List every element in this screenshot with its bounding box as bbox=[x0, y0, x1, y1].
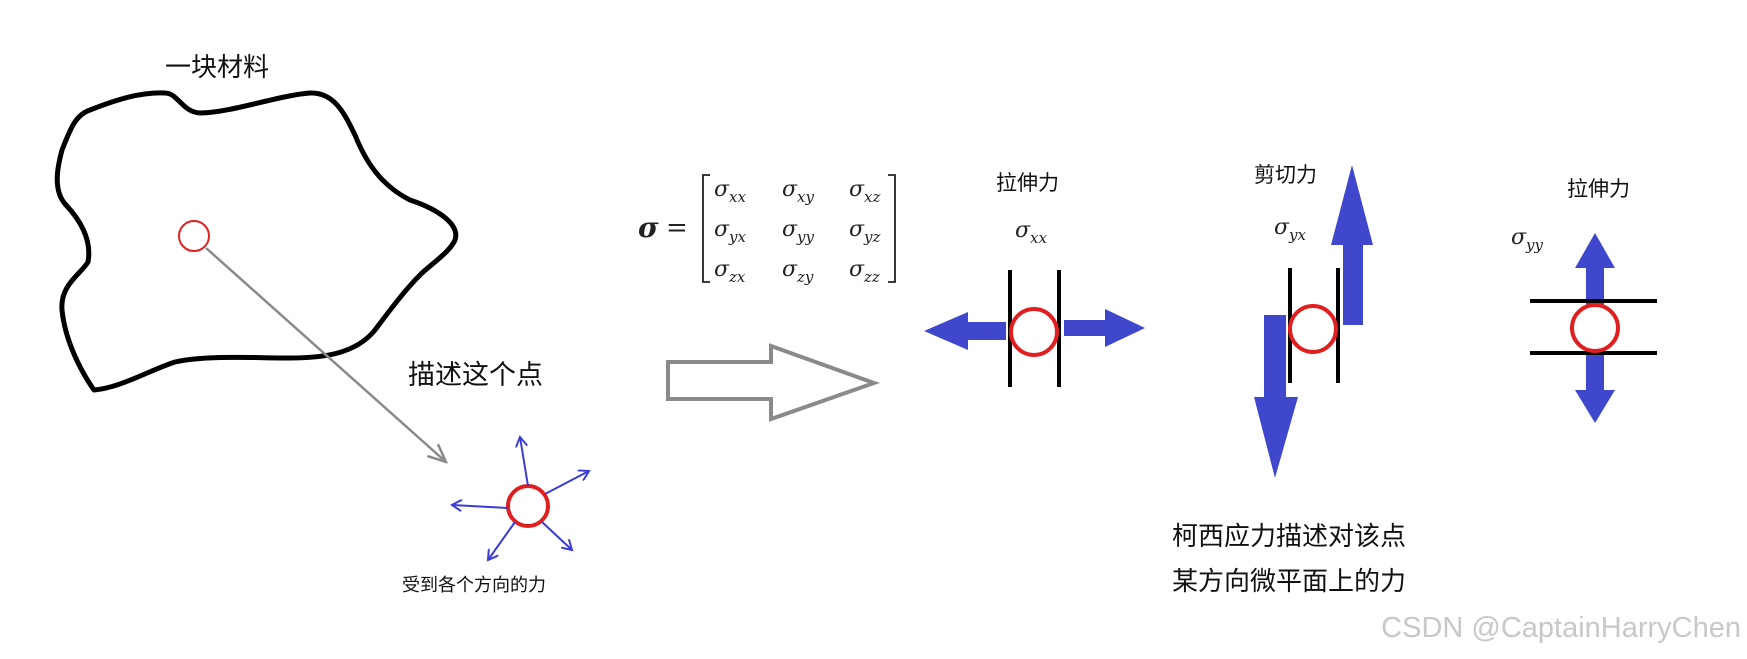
matrix-cell-yz: σyz bbox=[849, 217, 881, 246]
matrix-cell-xx: σxx bbox=[714, 177, 746, 206]
tensile-xx-panel: 拉伸力 σxx bbox=[924, 171, 1145, 387]
force-arrow-left bbox=[452, 505, 509, 508]
cauchy-caption-line2: 某方向微平面上的力 bbox=[1172, 567, 1406, 597]
matrix-right-bracket bbox=[888, 174, 896, 283]
matrix-equals: = bbox=[666, 213, 688, 243]
shear-point bbox=[1288, 304, 1338, 354]
force-arrow-down-left bbox=[488, 521, 516, 560]
force-point bbox=[506, 484, 550, 528]
shear-yx-label: 剪切力 bbox=[1254, 163, 1317, 187]
matrix-row-1: σxx σxy σxz bbox=[714, 177, 880, 206]
matrix-row-2: σyx σyy σyz bbox=[714, 217, 881, 246]
matrix-left-bracket bbox=[702, 174, 710, 283]
matrix-cell-zz: σzz bbox=[849, 257, 880, 286]
force-arrow-up bbox=[520, 437, 529, 487]
transition-arrow bbox=[666, 343, 880, 422]
material-blob bbox=[54, 90, 459, 393]
forces-all-directions-label: 受到各个方向的力 bbox=[402, 575, 546, 596]
tensile-yy-symbol: σyy bbox=[1511, 225, 1544, 254]
matrix-cell-xz: σxz bbox=[849, 177, 880, 206]
shear-arrow-down bbox=[1254, 315, 1298, 478]
tensile-yy-arrow-up bbox=[1575, 233, 1615, 305]
tensile-xx-label: 拉伸力 bbox=[996, 171, 1059, 195]
tensile-xx-point bbox=[1009, 307, 1059, 357]
tensile-xx-arrow-left bbox=[924, 312, 1006, 350]
material-label: 一块材料 bbox=[165, 53, 269, 83]
tensile-yy-label: 拉伸力 bbox=[1567, 177, 1630, 201]
force-arrow-up-right bbox=[544, 471, 589, 495]
shear-yx-panel: 剪切力 σyx bbox=[1254, 163, 1373, 478]
describe-point-label: 描述这个点 bbox=[408, 360, 543, 391]
cauchy-caption-line1: 柯西应力描述对该点 bbox=[1172, 522, 1406, 552]
shear-yx-symbol: σyx bbox=[1274, 215, 1307, 244]
matrix-lhs: σ bbox=[638, 211, 659, 244]
matrix-cell-xy: σxy bbox=[782, 177, 814, 206]
tensile-xx-arrow-right bbox=[1064, 309, 1145, 347]
matrix-row-3: σzx σzy σzz bbox=[714, 257, 880, 286]
zoom-pointer-arrow bbox=[205, 247, 446, 462]
material-point bbox=[178, 220, 210, 252]
watermark: CSDN @CaptainHarryChen bbox=[1381, 612, 1741, 644]
tensile-yy-arrow-down bbox=[1575, 350, 1615, 423]
matrix-cell-yy: σyy bbox=[782, 217, 815, 246]
tensile-yy-point bbox=[1570, 303, 1620, 353]
tensile-yy-panel: 拉伸力 σyy bbox=[1511, 177, 1657, 423]
matrix-cell-zy: σzy bbox=[782, 257, 814, 286]
matrix-cell-zx: σzx bbox=[714, 257, 746, 286]
shear-arrow-up bbox=[1331, 165, 1373, 325]
force-arrow-down-right bbox=[541, 521, 572, 550]
matrix-cell-yx: σyx bbox=[714, 217, 747, 246]
tensile-xx-symbol: σxx bbox=[1015, 218, 1047, 247]
stress-matrix: σ = σxx σxy σxz σyx σyy σyz σzx σzy σzz bbox=[638, 174, 896, 286]
